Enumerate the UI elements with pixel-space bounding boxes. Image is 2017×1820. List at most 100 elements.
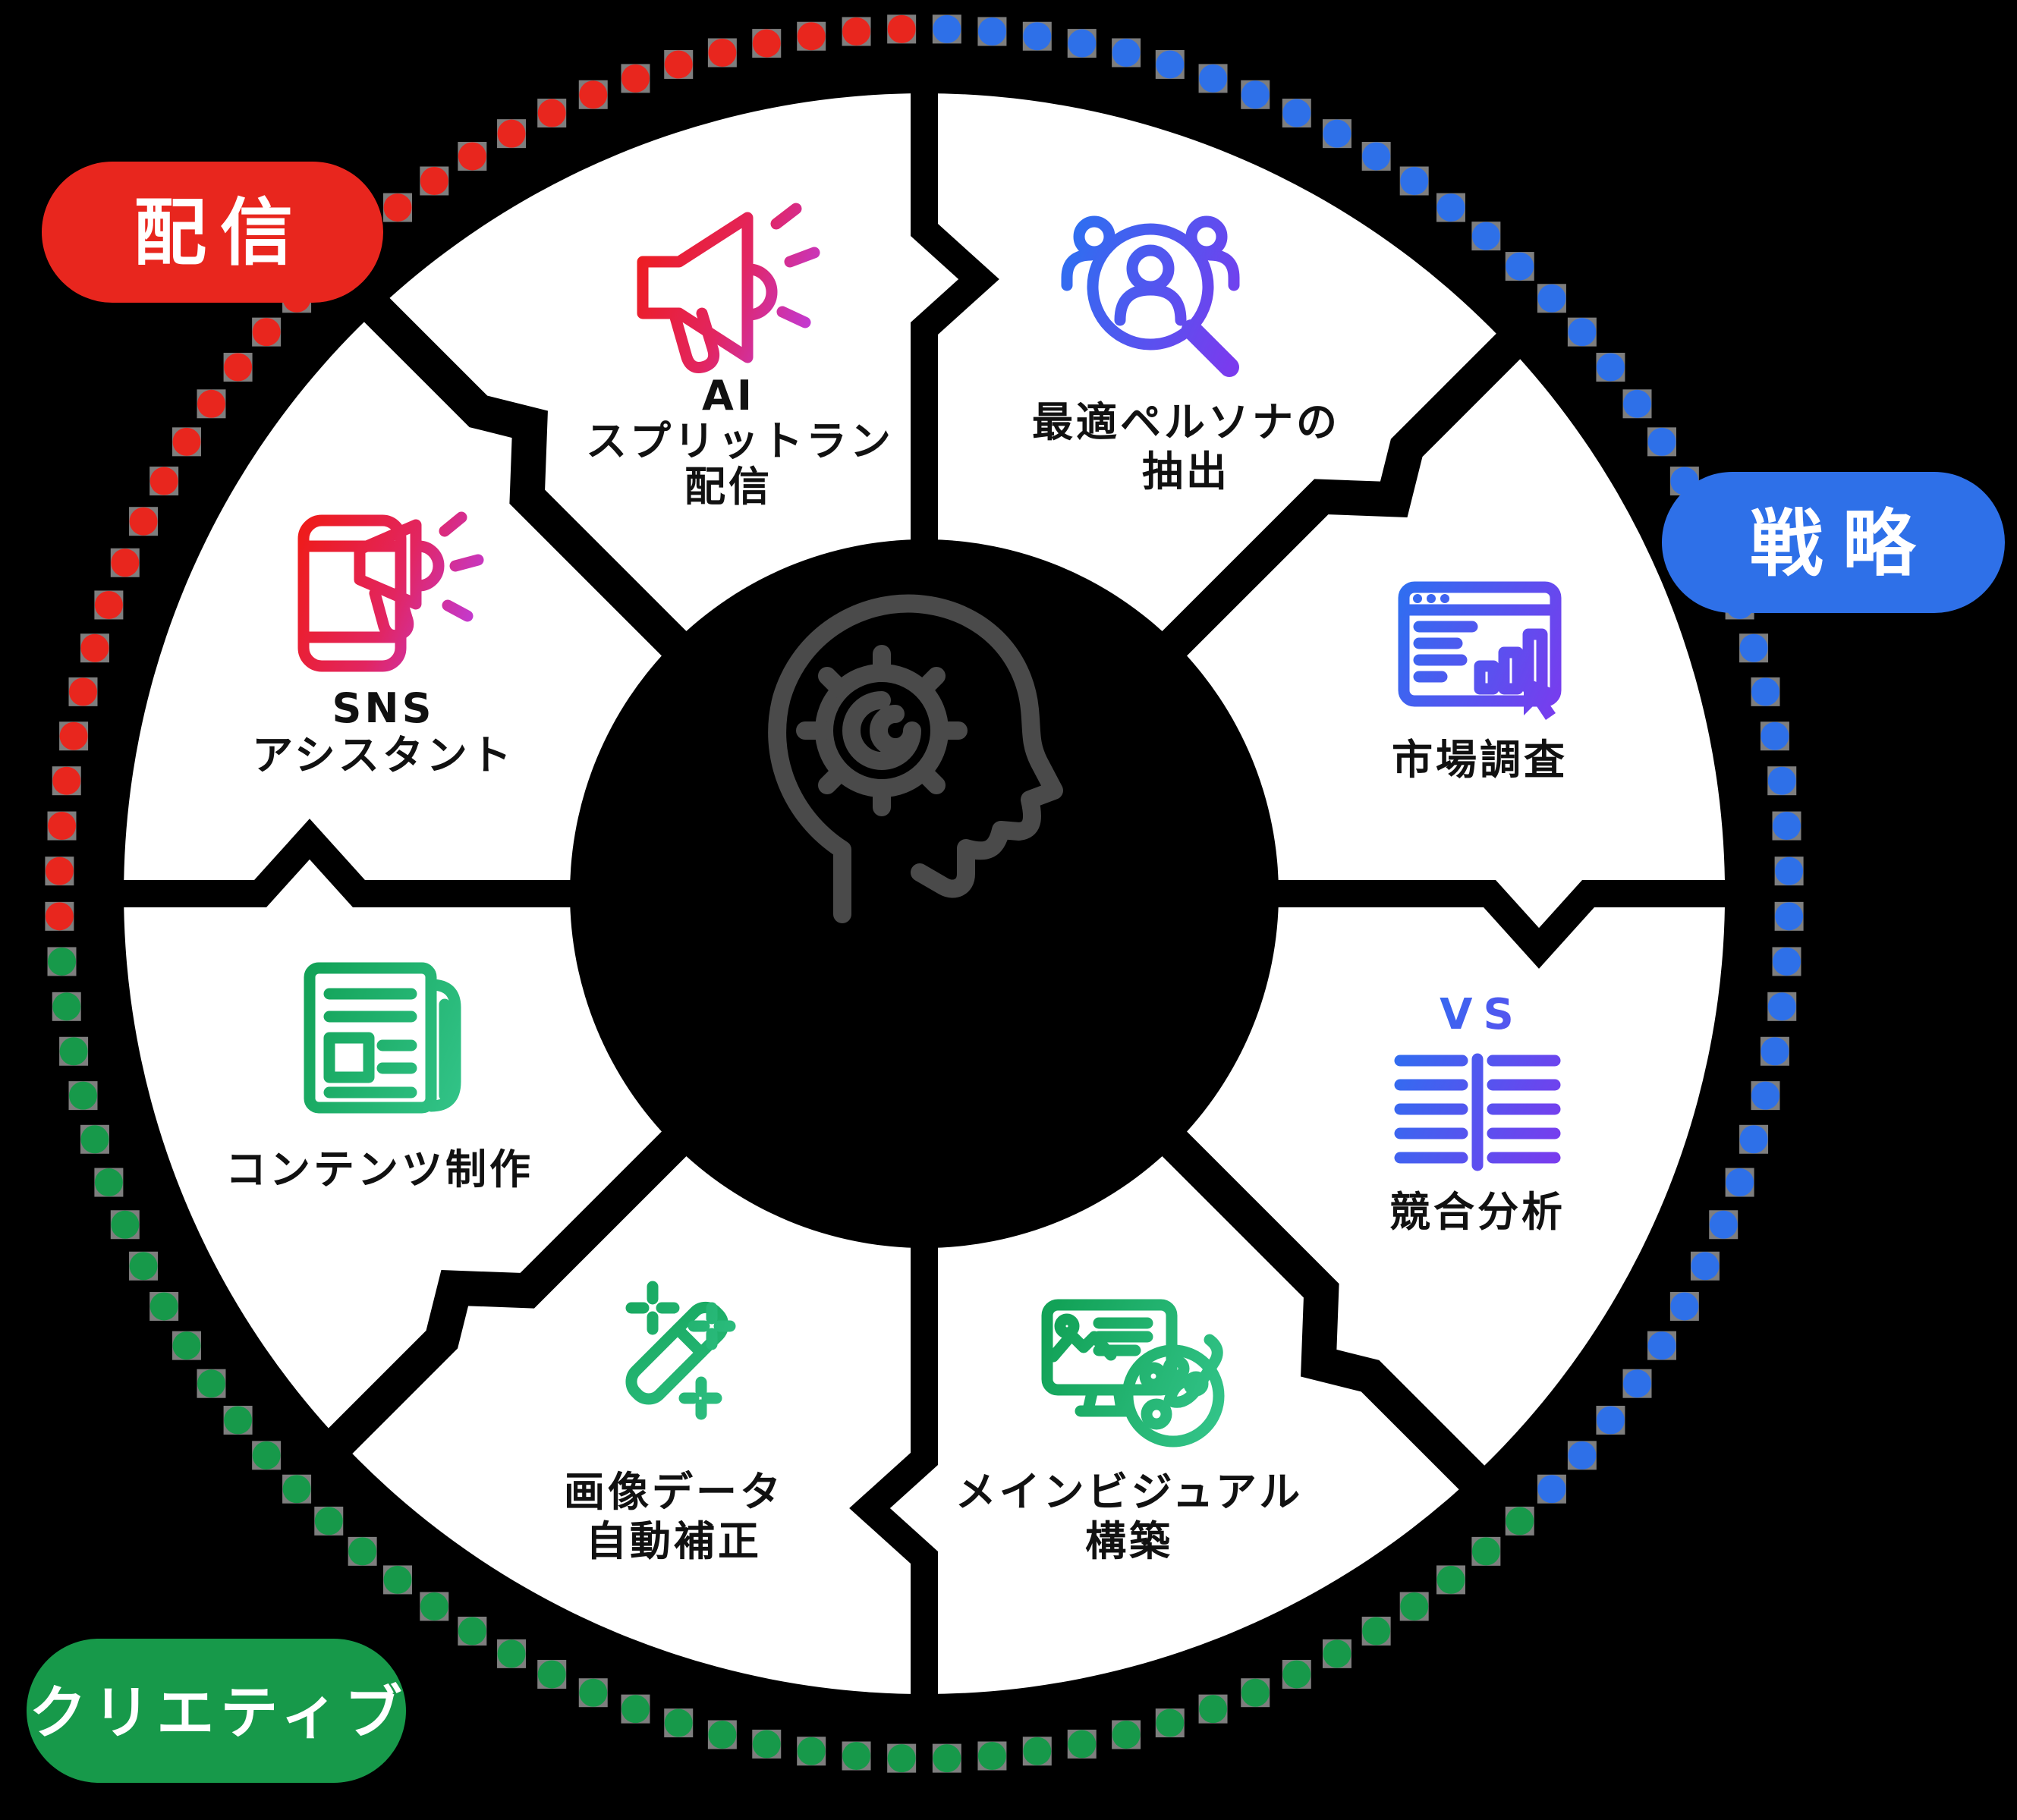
ring-dot [1068, 29, 1097, 58]
sparkle [625, 1281, 680, 1335]
ring-dot [1400, 166, 1429, 195]
ring-dot [752, 29, 781, 58]
divider-top [911, 85, 999, 549]
ring-dot [1751, 1081, 1780, 1110]
divider-left [115, 819, 579, 907]
ring-dot [252, 318, 281, 347]
ring-dot [224, 1406, 253, 1435]
ring-dot [1323, 119, 1351, 148]
ring-dot [1739, 633, 1768, 662]
sparkle [688, 1302, 736, 1350]
ring-dot [383, 193, 412, 222]
ring-dot [348, 1537, 377, 1566]
ring-dot [1670, 1292, 1699, 1321]
ring-dot [383, 1565, 412, 1594]
ring-dot [537, 99, 566, 127]
ring-dot [1596, 1406, 1625, 1435]
ring-dot [1362, 1617, 1391, 1646]
ring-dot [1691, 1252, 1720, 1281]
ring-dot [621, 1695, 650, 1724]
ring-dot [1112, 38, 1141, 67]
vs-comparison-icon: VS [1394, 990, 1561, 1171]
ring-dot [1023, 22, 1052, 51]
visual-design-icon [1041, 1299, 1225, 1448]
ring-dot [129, 1252, 158, 1281]
ring-dot [1623, 1369, 1652, 1398]
ring-dot [149, 1292, 178, 1321]
ring-dot [172, 427, 201, 456]
ring-dot [80, 1125, 109, 1154]
segment-main-visual: メインビジュアル 構築 [955, 1299, 1304, 1565]
segment-label: AI [702, 372, 755, 420]
segment-label: SNS [332, 684, 435, 732]
group-label: 配信 [134, 190, 307, 275]
ring-dot [129, 507, 158, 536]
ring-dot [282, 1475, 311, 1504]
ring-dot [842, 17, 871, 46]
ring-dot [94, 1168, 123, 1197]
group-label: 戦略 [1750, 501, 1935, 586]
divider-nw [358, 291, 693, 662]
ring-dot [1506, 252, 1534, 281]
group-pill-strategy: 戦略 [1662, 472, 2005, 613]
ring-dot [579, 1678, 608, 1707]
ring-dot [933, 14, 961, 43]
ring-dot [1471, 222, 1500, 250]
segment-content-production: コンテンツ制作 [225, 962, 533, 1193]
ring-dot [252, 1441, 281, 1470]
magic-wand-icon [625, 1281, 736, 1420]
segment-label: コンテンツ制作 [225, 1146, 533, 1193]
ring-dot [1761, 721, 1789, 750]
ring-dot [1199, 64, 1228, 93]
ring-dot [1537, 284, 1566, 313]
ring-dot [197, 389, 225, 418]
ring-dot [420, 166, 448, 195]
ring-dot [458, 1617, 486, 1646]
ring-dot [797, 22, 826, 51]
segment-label: 構築 [1085, 1517, 1173, 1565]
ring-dot [111, 549, 140, 577]
segment-dividers [115, 85, 1733, 1702]
dotted-ring [45, 14, 1804, 1773]
ring-dot [1241, 1678, 1270, 1707]
ring-dot [1400, 1592, 1429, 1621]
ring-dot [887, 1744, 916, 1773]
ring-dot [420, 1592, 448, 1621]
ring-dot [797, 1737, 826, 1765]
ring-dot [1156, 1708, 1185, 1737]
segment-label: 市場調査 [1392, 736, 1568, 784]
ring-dot [52, 992, 81, 1021]
ring-dot [59, 721, 88, 750]
ring-dot [1471, 1537, 1500, 1566]
ring-dot [68, 1081, 97, 1110]
segment-label: メインビジュアル [955, 1468, 1304, 1516]
segment-label: アシスタント [252, 731, 514, 779]
ring-dot [1623, 389, 1652, 418]
segment-market-research: 市場調査 [1392, 581, 1568, 784]
ring-dot [1323, 1639, 1351, 1668]
ring-dot [68, 677, 97, 706]
ring-dot [579, 80, 608, 109]
segment-competitor-analysis: VS 競合分析 [1389, 990, 1565, 1236]
segment-ai-split-run: AI スプリットラン 配信 [586, 203, 891, 511]
ring-dot [48, 812, 77, 841]
segment-label: 配信 [684, 463, 773, 511]
ring-dot [1761, 1037, 1789, 1066]
ring-dot [48, 947, 77, 976]
segment-image-correction: 画像データ 自動補正 [564, 1281, 784, 1565]
segment-label: 画像データ [564, 1468, 784, 1516]
ring-dot [1739, 1125, 1768, 1154]
ring-dot [458, 142, 486, 171]
ring-dot [149, 467, 178, 495]
center-disc [570, 539, 1279, 1248]
ring-dot [1362, 142, 1391, 171]
group-pill-delivery: 配信 [42, 162, 383, 303]
ring-dot [1112, 1721, 1141, 1749]
segment-label: 競合分析 [1389, 1188, 1565, 1236]
ring-dot [80, 633, 109, 662]
head-gear-icon [768, 594, 1063, 923]
ring-dot [887, 14, 916, 43]
ring-dot [933, 1744, 961, 1773]
ring-dot [664, 50, 693, 79]
